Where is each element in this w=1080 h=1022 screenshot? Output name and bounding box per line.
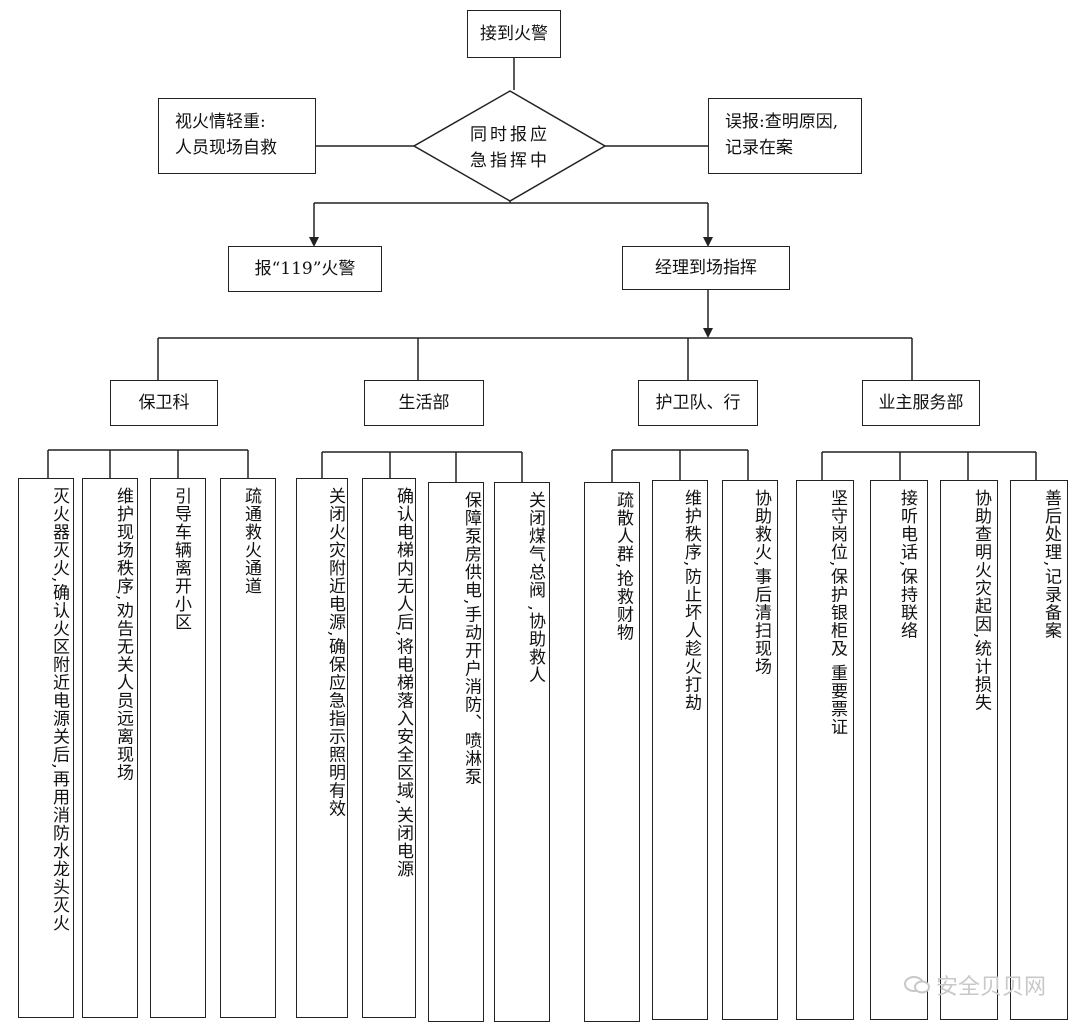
decision-line-2: 急指挥中 [470, 151, 550, 171]
task-box: 灭火器灭火,确认火区附近电源关后,再用消防水龙头灭火 [18, 478, 74, 1018]
task-box: 关闭火灾附近电源,确保应急指示照明有效 [296, 478, 348, 1018]
start-label: 接到火警 [480, 24, 548, 44]
department-label: 生活部 [398, 393, 450, 413]
department-box: 生活部 [364, 380, 484, 426]
start-box: 接到火警 [467, 10, 561, 58]
task-label: 善后处理,记录备案 [1041, 489, 1061, 640]
department-label: 保卫科 [138, 393, 190, 413]
task-box: 接听电话,保持联络 [870, 480, 928, 1020]
task-label: 维护现场秩序,劝告无关人员远离现场 [113, 487, 133, 782]
task-box: 坚守岗位,保护银柜及 重要票证 [796, 480, 854, 1020]
task-box: 保障泵房供电,手动开户消防、喷淋泵 [428, 482, 484, 1022]
task-label: 疏通救火通道 [241, 487, 261, 595]
task-label: 协助查明火灾起因,统计损失 [971, 489, 991, 712]
watermark: 安全贝贝网 [903, 969, 1046, 1001]
department-box: 护卫队、行 [638, 380, 758, 426]
department-box: 保卫科 [110, 380, 218, 426]
department-label: 业主服务部 [878, 393, 964, 413]
task-box: 协助救火,事后清扫现场 [722, 480, 778, 1020]
right-note-line-1: 误报:查明原因, [725, 112, 839, 132]
task-label: 维护秩序,防止坏人趁火打劫 [681, 489, 701, 712]
task-label: 协助救火,事后清扫现场 [751, 489, 771, 676]
task-box: 关闭煤气总阀 ,协助救人 [494, 482, 550, 1022]
watermark-text: 安全贝贝网 [935, 975, 1046, 1000]
task-box: 维护秩序,防止坏人趁火打劫 [652, 480, 708, 1020]
left-note-line-1: 视火情轻重: [175, 112, 266, 132]
task-box: 疏散人群,抢救财物 [584, 482, 640, 1022]
task-box: 协助查明火灾起因,统计损失 [940, 480, 998, 1020]
report-label: 报“119”火警 [254, 259, 356, 279]
task-label: 引导车辆离开小区 [171, 487, 191, 631]
task-label: 接听电话,保持联络 [897, 489, 917, 640]
right-note-line-2: 记录在案 [725, 138, 793, 158]
report-box: 报“119”火警 [228, 246, 382, 292]
left-note-box: 视火情轻重: 人员现场自救 [158, 98, 316, 174]
task-label: 灭火器灭火,确认火区附近电源关后,再用消防水龙头灭火 [49, 487, 69, 932]
task-box: 疏通救火通道 [220, 478, 276, 1018]
manager-box: 经理到场指挥 [622, 246, 790, 290]
task-label: 确认电梯内无人后,将电梯落入安全区域,关闭电源 [393, 487, 413, 878]
task-box: 确认电梯内无人后,将电梯落入安全区域,关闭电源 [362, 478, 416, 1018]
task-box: 引导车辆离开小区 [150, 478, 206, 1018]
task-box: 维护现场秩序,劝告无关人员远离现场 [82, 478, 138, 1018]
left-note-line-2: 人员现场自救 [175, 138, 277, 158]
decision-line-1: 同时报应 [470, 125, 550, 145]
decision-label: 同时报应 急指挥中 [440, 122, 580, 174]
task-box: 善后处理,记录备案 [1010, 480, 1068, 1020]
department-box: 业主服务部 [862, 380, 980, 426]
task-label: 关闭煤气总阀 ,协助救人 [525, 491, 545, 684]
task-label: 坚守岗位,保护银柜及 重要票证 [827, 489, 847, 736]
task-label: 疏散人群,抢救财物 [613, 491, 633, 642]
task-label: 保障泵房供电,手动开户消防、喷淋泵 [461, 491, 481, 786]
department-label: 护卫队、行 [655, 393, 741, 413]
manager-label: 经理到场指挥 [655, 258, 757, 278]
chat-bubble-icon [903, 976, 930, 994]
right-note-box: 误报:查明原因, 记录在案 [708, 98, 862, 174]
task-label: 关闭火灾附近电源,确保应急指示照明有效 [325, 487, 345, 818]
